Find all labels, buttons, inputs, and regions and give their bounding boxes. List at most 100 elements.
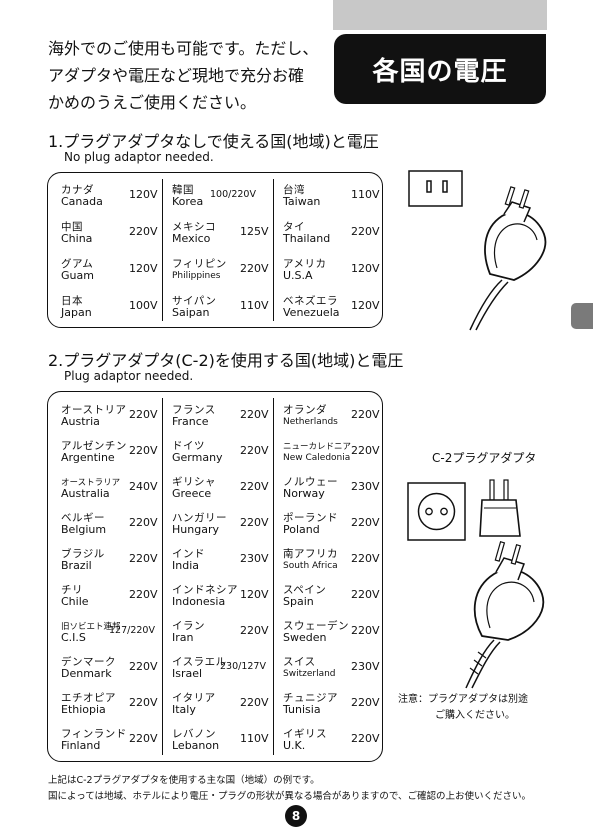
country-name-en: Hungary bbox=[172, 523, 219, 536]
country-name-en: Thailand bbox=[283, 232, 331, 245]
country-name-ja: 日本 bbox=[61, 295, 83, 307]
country-name-ja: アメリカ bbox=[283, 258, 327, 270]
country-name-ja: イラン bbox=[172, 620, 205, 632]
country-name-ja: 南アフリカ bbox=[283, 548, 338, 560]
voltage-value: 120V bbox=[351, 299, 380, 312]
country-name-en: South Africa bbox=[283, 561, 338, 571]
adapter-label: C-2プラグアダプタ bbox=[432, 451, 537, 465]
country-name-ja: フィリピン bbox=[172, 258, 227, 270]
country-name-en: Greece bbox=[172, 487, 212, 500]
country-name-en: Belgium bbox=[61, 523, 107, 536]
country-name-en: Netherlands bbox=[283, 417, 338, 427]
country-name-ja: メキシコ bbox=[172, 221, 216, 233]
country-name-ja: ポーランド bbox=[283, 512, 338, 524]
voltage-value: 220V bbox=[129, 225, 158, 238]
country-name-en: Canada bbox=[61, 195, 103, 208]
country-name-ja: イタリア bbox=[172, 692, 216, 704]
country-name-ja: デンマーク bbox=[61, 656, 116, 668]
column-divider bbox=[162, 179, 163, 321]
section2-title: 2.プラグアダプタ(C-2)を使用する国(地域)と電圧 bbox=[48, 351, 404, 370]
country-name-ja: タイ bbox=[283, 221, 305, 233]
country-name-en: Argentine bbox=[61, 451, 115, 464]
country-name-ja: ニューカレドニア bbox=[283, 442, 352, 452]
outlet-c-type-icon bbox=[407, 482, 466, 541]
country-name-en: Spain bbox=[283, 595, 314, 608]
voltage-value: 120V bbox=[240, 588, 269, 601]
header-bar bbox=[333, 0, 547, 30]
country-name-en: Austria bbox=[61, 415, 100, 428]
country-name-ja: レバノン bbox=[172, 728, 216, 740]
country-name-en: Israel bbox=[172, 667, 203, 680]
voltage-value: 220V bbox=[351, 624, 380, 637]
note-line: 注意：プラグアダプタは別途 bbox=[398, 694, 528, 705]
plug-with-adapter-icon bbox=[465, 541, 545, 689]
intro-text: 海外でのご使用も可能です。ただし、 アダプタや電圧など現地で充分お確 かめのうえ… bbox=[48, 35, 328, 116]
voltage-value: 220V bbox=[351, 732, 380, 745]
country-name-ja: インドネシア bbox=[172, 584, 238, 596]
country-name-ja: 中国 bbox=[61, 221, 83, 233]
country-name-en: Philippines bbox=[172, 271, 221, 281]
footer-note: 上記はC-2プラグアダプタを使用する主な国（地域）の例です。 bbox=[48, 775, 320, 786]
country-name-ja: 韓国 bbox=[172, 184, 194, 196]
voltage-value: 220V bbox=[240, 480, 269, 493]
country-name-en: Iran bbox=[172, 631, 194, 644]
country-name-ja: ギリシャ bbox=[172, 476, 216, 488]
country-name-ja: ノルウェー bbox=[283, 476, 338, 488]
voltage-value: 220V bbox=[129, 696, 158, 709]
voltage-value: 110V bbox=[240, 299, 269, 312]
voltage-value: 240V bbox=[129, 480, 158, 493]
country-name-ja: アルゼンチン bbox=[61, 440, 127, 452]
country-name-ja: フランス bbox=[172, 404, 216, 416]
column-divider bbox=[162, 398, 163, 755]
country-name-ja: インド bbox=[172, 548, 205, 560]
note-line: ご購入ください。 bbox=[435, 710, 515, 721]
voltage-value: 100/220V bbox=[210, 189, 256, 200]
country-name-ja: オーストリア bbox=[61, 404, 127, 416]
voltage-value: 220V bbox=[351, 516, 380, 529]
column-divider bbox=[273, 179, 274, 321]
page-title: 各国の電圧 bbox=[334, 34, 546, 104]
voltage-value: 220V bbox=[129, 732, 158, 745]
voltage-value: 220V bbox=[240, 262, 269, 275]
voltage-value: 220V bbox=[240, 408, 269, 421]
country-name-ja: ハンガリー bbox=[172, 512, 227, 524]
section2-subtitle: Plug adaptor needed. bbox=[64, 369, 194, 383]
country-name-en: Saipan bbox=[172, 306, 210, 319]
outlet-a-type-icon bbox=[408, 170, 463, 207]
country-name-en: Ethiopia bbox=[61, 703, 106, 716]
voltage-value: 220V bbox=[351, 408, 380, 421]
voltage-value: 220V bbox=[240, 624, 269, 637]
country-name-en: Sweden bbox=[283, 631, 327, 644]
voltage-value: 220V bbox=[129, 408, 158, 421]
page-number: 8 bbox=[285, 805, 307, 827]
voltage-value: 127/220V bbox=[109, 625, 155, 636]
country-name-ja: 旧ソビエト連邦 bbox=[61, 622, 121, 632]
voltage-value: 110V bbox=[351, 188, 380, 201]
